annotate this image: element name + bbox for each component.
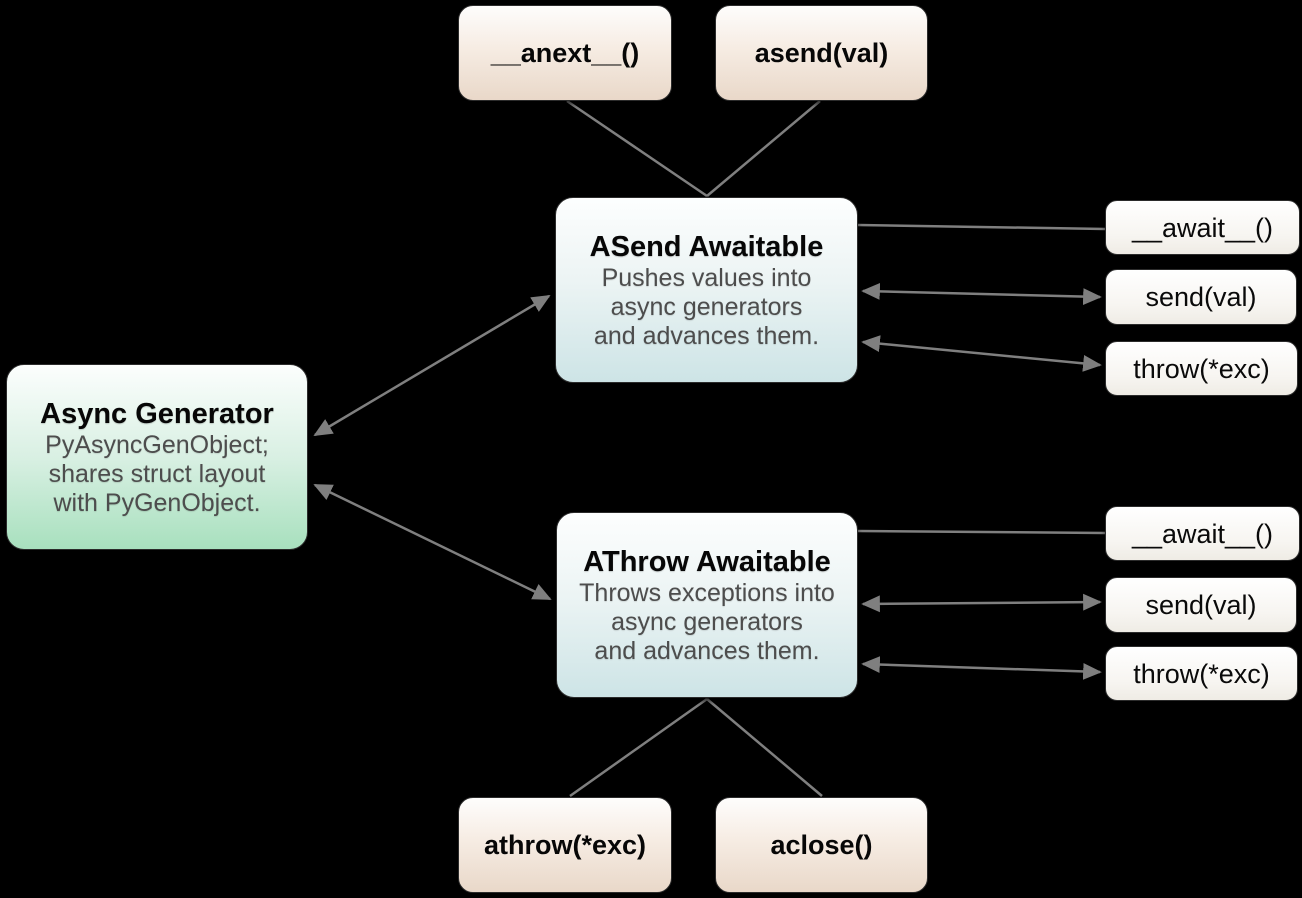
- athrow-awaitable-body-line: Throws exceptions into: [579, 578, 835, 607]
- asend-awaitable-body-line: async generators: [610, 292, 803, 321]
- throw-lower-label: throw(*exc): [1133, 658, 1270, 689]
- node-async-generator: Async Generator PyAsyncGenObject; shares…: [6, 364, 308, 550]
- edge-asend-awaitable-send: [861, 282, 1102, 306]
- athrow-awaitable-body-line: async generators: [611, 607, 803, 636]
- async-generator-body-line: shares struct layout: [48, 459, 266, 488]
- async-generator-title: Async Generator: [40, 397, 274, 430]
- edge-athrow-awaitable-throw: [861, 656, 1102, 680]
- node-anext: __anext__(): [458, 5, 672, 101]
- edge-asendval-to-asend-awaitable: [706, 100, 821, 197]
- node-send-upper: send(val): [1105, 269, 1297, 325]
- athrow-awaitable-title: AThrow Awaitable: [583, 545, 831, 578]
- asend-awaitable-body-line: and advances them.: [593, 321, 820, 350]
- node-await-upper: __await__(): [1105, 200, 1300, 255]
- async-generator-body-line: PyAsyncGenObject;: [45, 430, 269, 459]
- await-lower-label: __await__(): [1131, 518, 1274, 549]
- node-asend-val: asend(val): [715, 5, 928, 101]
- edge-athrow-awaitable-send: [861, 593, 1102, 613]
- node-send-lower: send(val): [1105, 577, 1297, 633]
- node-await-lower: __await__(): [1105, 506, 1300, 561]
- node-aclose: aclose(): [715, 797, 928, 893]
- node-throw-upper: throw(*exc): [1105, 341, 1298, 396]
- anext-label: __anext__(): [490, 38, 640, 68]
- async-generator-body-line: with PyGenObject.: [53, 488, 261, 517]
- asend-awaitable-title: ASend Awaitable: [589, 230, 824, 263]
- edge-athrow-awaitable-athrowexc: [569, 697, 708, 798]
- edge-asend-awaitable-throw: [861, 335, 1102, 372]
- asend-awaitable-body-line: Pushes values into: [601, 263, 812, 292]
- asend-val-label: asend(val): [754, 38, 889, 68]
- edge-asend-awaitable-await: [857, 223, 1106, 231]
- await-upper-label: __await__(): [1131, 212, 1274, 243]
- send-upper-label: send(val): [1145, 282, 1257, 312]
- edge-asyncgen-asend-awaitable: [313, 294, 551, 437]
- node-asend-awaitable: ASend Awaitable Pushes values into async…: [555, 197, 858, 383]
- edge-anext-to-asend-awaitable: [566, 99, 708, 198]
- athrow-awaitable-body-line: and advances them.: [594, 636, 820, 665]
- throw-upper-label: throw(*exc): [1133, 353, 1270, 384]
- edge-athrow-awaitable-aclose: [706, 698, 823, 797]
- edge-asyncgen-athrow-awaitable: [313, 483, 552, 601]
- node-athrow-awaitable: AThrow Awaitable Throws exceptions into …: [556, 512, 858, 698]
- node-athrow-exc: athrow(*exc): [458, 797, 672, 893]
- send-lower-label: send(val): [1145, 590, 1257, 620]
- node-throw-lower: throw(*exc): [1105, 646, 1298, 701]
- edge-athrow-awaitable-await: [857, 529, 1106, 535]
- athrow-exc-label: athrow(*exc): [483, 830, 647, 860]
- aclose-label: aclose(): [770, 830, 873, 860]
